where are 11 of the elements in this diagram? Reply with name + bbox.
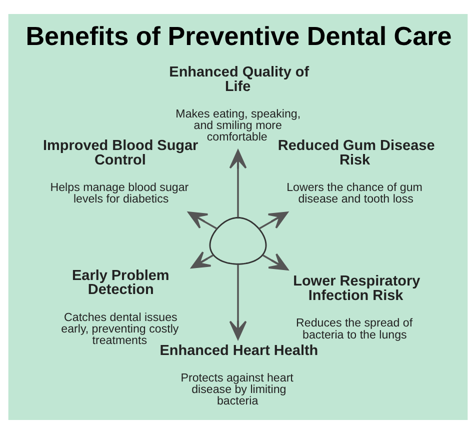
arrow [262, 252, 288, 270]
node-text: Improved Blood Sugar Control Helps manage blood sugar levels for diabetics [43, 137, 198, 206]
arrow [258, 211, 288, 230]
arrow [190, 250, 214, 268]
node-text: Enhanced Heart Health Protects against heart disease by limiting bacteria [160, 342, 318, 408]
arrow [188, 211, 218, 230]
arrow [229, 149, 247, 217]
node-text: Lower Respiratory Infection Risk Reduces the spread of bacteria to the lungs [293, 273, 420, 341]
picture [209, 216, 267, 264]
arrow [229, 264, 247, 340]
diagram-title: Benefits of Preventive Dental Care [26, 20, 452, 51]
